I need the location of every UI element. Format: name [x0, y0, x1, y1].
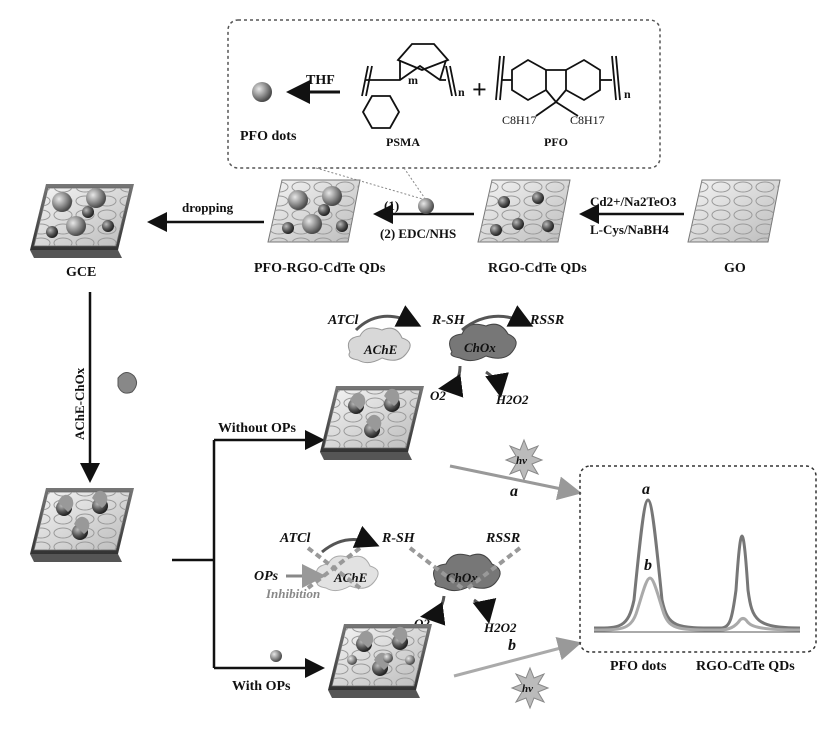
atcl-top: ATCl [327, 313, 358, 328]
peak-a-label: a [642, 481, 650, 498]
pfo-structure [495, 55, 621, 117]
spectrum-panel: a b PFO dots RGO-CdTe QDs [579, 465, 817, 674]
pfo-label: PFO [544, 135, 568, 149]
rssr-bottom: RSSR [485, 531, 520, 546]
reaction-with-ops: ATCl R-SH RSSR AChE ChOx O2 H2O2 OPs Inh… [254, 525, 522, 635]
chox-top: ChOx [464, 340, 496, 355]
ache-top: AChE [363, 342, 398, 357]
rgo-cdte-axis-label: RGO-CdTe QDs [696, 659, 795, 674]
go-label: GO [724, 261, 746, 276]
n-subscript-pfo: n [624, 87, 631, 101]
step-1-label: (1) [384, 198, 399, 213]
step-2-label: (2) EDC/NHS [380, 226, 456, 241]
ops-sphere [270, 650, 282, 662]
enzyme-icon [117, 372, 138, 394]
inhibition-label: Inhibition [265, 586, 320, 601]
gce-electrode [29, 183, 135, 259]
peak-b-label: b [644, 557, 652, 574]
spectrum-curve-b [593, 576, 801, 632]
ache-chox-label: AChE-ChOx [72, 367, 87, 440]
rgo-cdte-label: RGO-CdTe QDs [488, 261, 587, 276]
pfo-dot-sphere [252, 82, 272, 102]
ops-label: OPs [254, 569, 279, 584]
arrow-b-label: b [508, 637, 516, 654]
hv-label-a: hv [516, 455, 527, 467]
gce-label: GCE [66, 265, 96, 280]
go-sheet [687, 179, 781, 243]
with-ops-label: With OPs [232, 679, 291, 694]
rsh-top: R-SH [431, 313, 466, 328]
atcl-bottom: ATCl [279, 531, 310, 546]
pfo-dots-axis-label: PFO dots [610, 659, 667, 674]
rssr-top: RSSR [529, 313, 564, 328]
n-subscript-psma: n [458, 85, 465, 99]
hv-label-b: hv [522, 683, 533, 695]
pfo-rgo-cdte-sheet [267, 179, 361, 243]
m-subscript: m [408, 73, 418, 87]
enzyme-electrode [29, 487, 135, 563]
hv-star-b [510, 666, 550, 710]
reagent-lcys: L-Cys/NaBH4 [590, 222, 669, 237]
rgo-cdte-sheet [477, 179, 571, 243]
enzyme-loading-step: AChE-ChOx [72, 292, 138, 483]
chox-cloud-top [449, 323, 517, 362]
reaction-without-ops: ATCl R-SH RSSR AChE ChOx O2 H2O2 [327, 305, 564, 407]
without-ops-label: Without OPs [218, 421, 296, 436]
synthesis-inset: THF PFO dots m n PSMA + [227, 19, 661, 201]
emission-a: hv a [449, 438, 582, 501]
arrow-a-label: a [510, 483, 518, 500]
ache-cloud-top [347, 327, 411, 364]
pfo-dots-label: PFO dots [240, 129, 297, 144]
psma-label: PSMA [386, 135, 420, 149]
pfo-rgo-cdte-label: PFO-RGO-CdTe QDs [254, 261, 386, 276]
c8h17-right: C8H17 [570, 113, 605, 127]
branch-lines [172, 430, 325, 678]
spectrum-curve-a [593, 498, 801, 630]
psma-structure [361, 43, 457, 129]
top-row: GO Cd2+/Na2TeO3 L-Cys/NaBH4 RGO-CdTe QDs… [29, 179, 781, 280]
emission-b: b hv [453, 636, 582, 710]
h2o2-bottom: H2O2 [483, 620, 517, 635]
thf-label: THF [306, 73, 335, 88]
o2-top: O2 [430, 388, 446, 403]
c8h17-left: C8H17 [502, 113, 537, 127]
electrode-with-ops [327, 623, 433, 699]
electrode-without-ops [319, 385, 425, 461]
reagent-cd-te: Cd2+/Na2TeO3 [590, 194, 677, 209]
dropping-label: dropping [182, 200, 234, 215]
plus-sign: + [472, 75, 487, 104]
h2o2-top: H2O2 [495, 392, 529, 407]
rsh-bottom: R-SH [381, 531, 416, 546]
small-pfo-dot [418, 198, 434, 214]
